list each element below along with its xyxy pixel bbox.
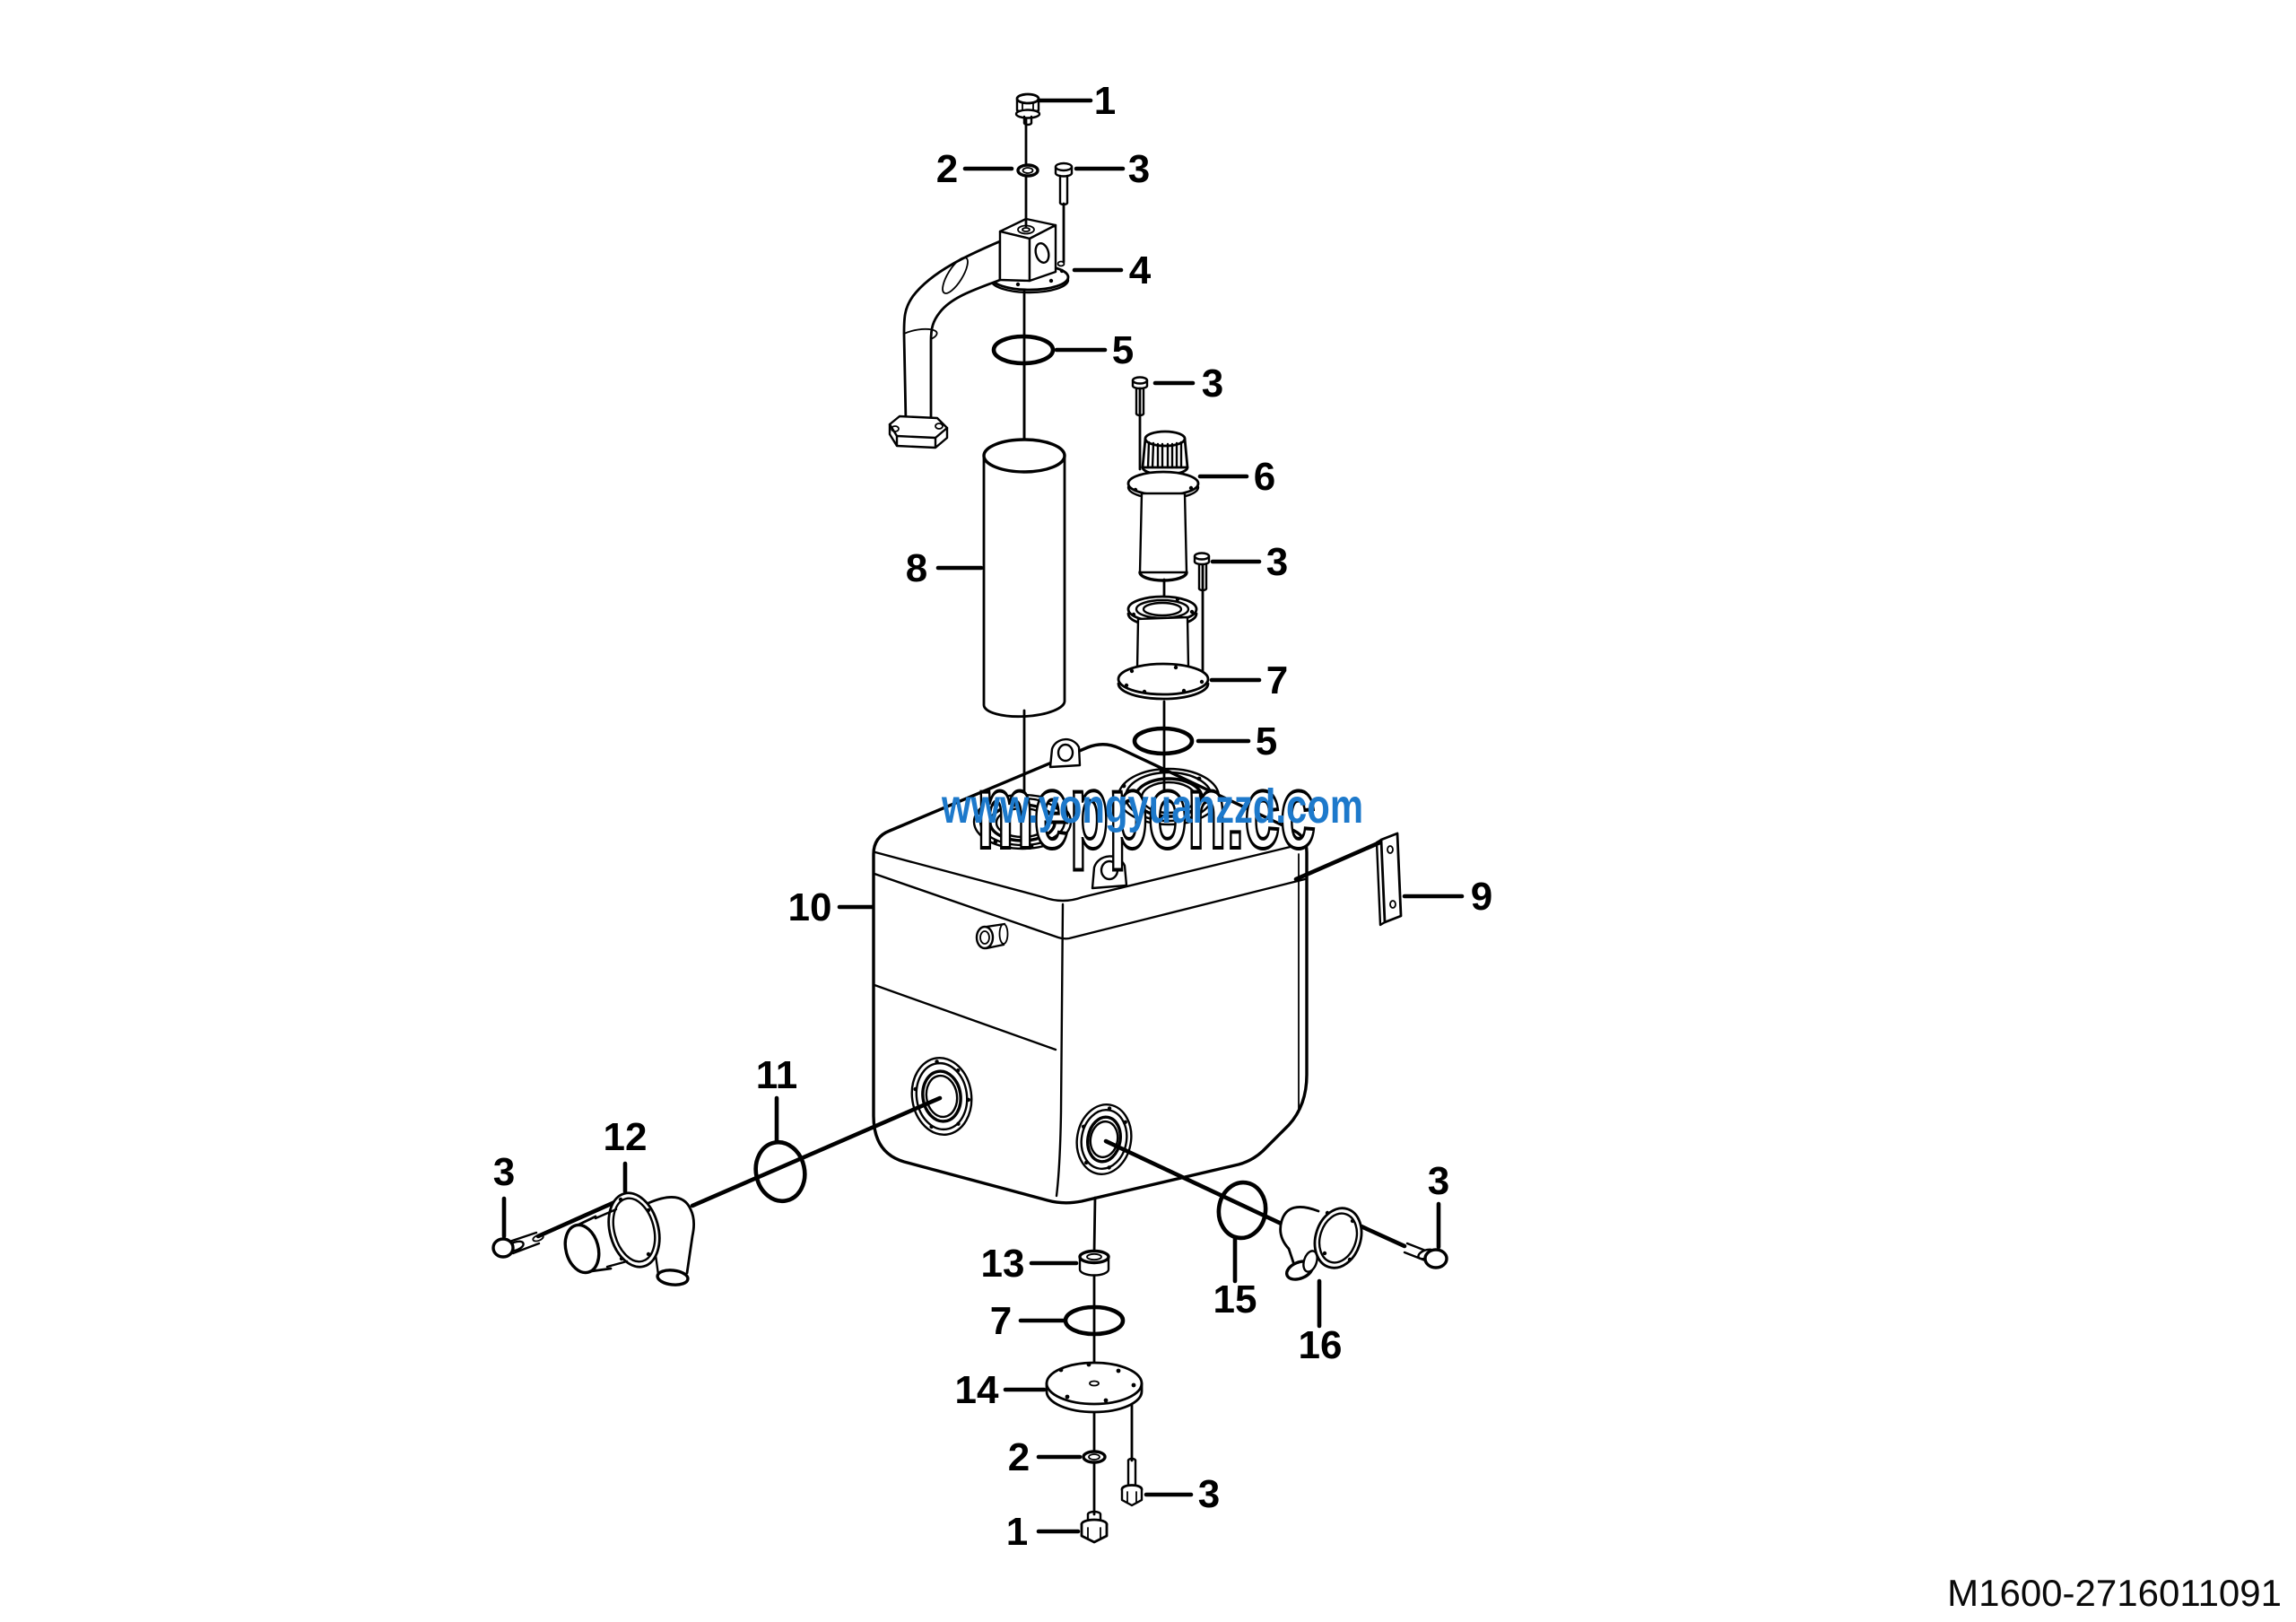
lifting-eye-front — [1091, 855, 1128, 890]
callout-label-5-filler: 5 — [1256, 719, 1277, 763]
tank-side-stub — [975, 922, 1009, 950]
callout-leaders — [501, 98, 1465, 1534]
pin-part-3-breather — [1131, 376, 1149, 417]
oring-part-15 — [1216, 1180, 1268, 1241]
part-number-text: M1600-2716011091 — [1947, 1572, 2282, 1614]
tank-top-port-left — [972, 793, 1073, 850]
callout-label-11: 11 — [756, 1053, 798, 1097]
callout-label-13: 13 — [981, 1242, 1025, 1286]
nut-part-1-bottom — [1080, 1510, 1109, 1544]
strip-part — [1293, 832, 1403, 927]
filler-neck-part-7 — [1117, 595, 1210, 701]
drain-stack-assembly — [1045, 1196, 1144, 1544]
pin-part-3-neck — [1193, 552, 1211, 592]
tank-body — [872, 737, 1309, 1205]
oring-part-5-filler — [1132, 726, 1195, 756]
callout-label-6: 6 — [1254, 455, 1275, 499]
elbow-part-12 — [563, 1191, 695, 1286]
callout-label-7-drain: 7 — [990, 1299, 1012, 1343]
watermark-brand-text: meppon.cc — [977, 753, 1316, 871]
pipe-foot-flange — [888, 414, 949, 449]
callout-label-3-breather: 3 — [1202, 362, 1223, 406]
callout-label-3-right: 3 — [1428, 1159, 1449, 1203]
grommet-part-13 — [1078, 1249, 1110, 1277]
watermark: meppon.cc www.yongyuanzzd.com — [941, 751, 1363, 873]
return-elbow-assembly — [888, 92, 1074, 456]
lifting-eye-rear — [1048, 737, 1082, 769]
tank-top-port-right — [1117, 767, 1221, 826]
bolt-part-3-left — [491, 1231, 544, 1259]
breather-assembly — [1117, 376, 1211, 795]
callout-label-1-bottom: 1 — [1006, 1510, 1028, 1554]
elbow-block — [998, 217, 1057, 283]
washer-part-2-bottom — [1082, 1450, 1107, 1464]
callout-label-4: 4 — [1129, 249, 1152, 292]
watermark-url-text: www.yongyuanzzd.com — [941, 780, 1363, 833]
callout-label-3-neck: 3 — [1266, 540, 1288, 584]
callout-label-8: 8 — [906, 546, 927, 590]
callout-label-3-bottom: 3 — [1198, 1472, 1220, 1516]
callout-label-12: 12 — [604, 1115, 648, 1159]
oring-part-11 — [753, 1139, 807, 1204]
callout-label-15: 15 — [1213, 1278, 1257, 1321]
callout-label-9: 9 — [1471, 875, 1492, 919]
callout-labels: 1 2 3 4 5 3 6 8 3 7 5 9 10 11 12 3 13 7 … — [493, 79, 1492, 1554]
breather-part-6 — [1126, 430, 1200, 582]
oring-part-5-top — [991, 334, 1056, 366]
callout-label-10: 10 — [788, 885, 832, 929]
left-elbow-assembly — [491, 1095, 943, 1286]
callout-label-1-top: 1 — [1094, 79, 1116, 123]
callout-label-3-left: 3 — [493, 1150, 515, 1194]
tank-front-port — [1075, 1103, 1133, 1175]
callout-label-2-top: 2 — [936, 147, 958, 191]
callout-label-2-bottom: 2 — [1008, 1435, 1030, 1479]
callout-label-14: 14 — [955, 1368, 999, 1412]
cover-plate-part-14 — [1045, 1361, 1144, 1414]
pin-part-3-top — [1054, 161, 1074, 206]
callout-label-3-top: 3 — [1128, 147, 1150, 191]
callout-label-7-neck: 7 — [1266, 658, 1288, 702]
callout-label-5-top: 5 — [1112, 328, 1134, 372]
bolt-part-3-bottom — [1120, 1457, 1144, 1507]
suction-tube-part — [982, 362, 1066, 807]
elbow-part-16 — [1279, 1206, 1363, 1281]
callout-label-16: 16 — [1299, 1323, 1343, 1367]
bolt-part-3-right — [1403, 1242, 1448, 1269]
washer-part-2 — [1016, 163, 1039, 178]
right-elbow-assembly — [1103, 1138, 1448, 1281]
tank-left-port — [910, 1056, 973, 1137]
bolt-part-1 — [1014, 92, 1041, 126]
